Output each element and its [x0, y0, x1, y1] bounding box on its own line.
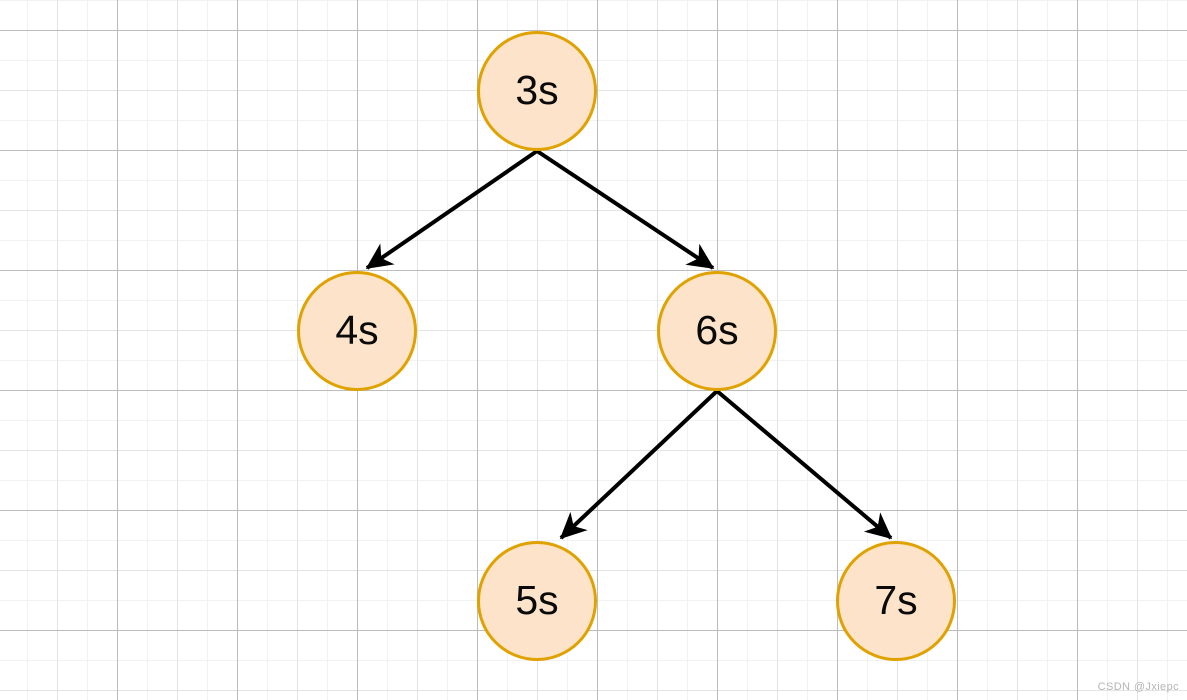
edge-3s-to-6s: [535, 149, 715, 270]
edge-3s-to-4s: [365, 149, 539, 270]
edge-6s-to-7s: [715, 389, 893, 540]
tree-node-4s[interactable]: 4s: [297, 271, 417, 391]
tree-node-label: 5s: [515, 576, 559, 623]
tree-node-3s[interactable]: 3s: [477, 31, 597, 151]
tree-node-label: 6s: [695, 306, 739, 353]
tree-node-label: 7s: [874, 576, 918, 623]
tree-node-5s[interactable]: 5s: [477, 541, 597, 661]
tree-node-7s[interactable]: 7s: [836, 541, 956, 661]
tree-node-label: 4s: [335, 306, 379, 353]
tree-node-label: 3s: [515, 66, 559, 113]
watermark-text: CSDN @Jxiepc: [1097, 681, 1179, 693]
edge-6s-to-5s: [559, 389, 719, 540]
tree-node-6s[interactable]: 6s: [657, 271, 777, 391]
